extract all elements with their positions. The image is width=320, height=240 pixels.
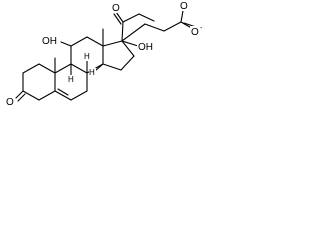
c11-hydroxyl-label: OH — [42, 36, 57, 47]
side-chain-ketone-oxygen-label: O — [112, 3, 120, 14]
ring-a — [22, 63, 56, 101]
c9-hydrogen-label: H — [68, 75, 74, 84]
c3-ketone-bond — [15, 90, 26, 102]
c17-hydroxyl-label: OH — [138, 42, 153, 53]
c14-hydrogen-label: H — [89, 68, 95, 77]
stereo-h-bonds — [70, 60, 104, 77]
ring-d — [102, 40, 135, 71]
ring-b — [54, 63, 88, 101]
c8-hydrogen-label: H — [84, 52, 90, 61]
carboxylate-oxygen-label: O — [191, 27, 199, 38]
c11-hydroxyl-bond — [60, 41, 72, 47]
c17-acyl-chain — [113, 11, 155, 42]
carboxyl-oxygen-label: O — [180, 1, 188, 12]
steroid-structure-diagram: O O OH OH O O - H H H — [5, 0, 203, 108]
negative-charge-label: - — [200, 25, 203, 32]
ketone-oxygen-label: O — [6, 97, 14, 108]
c17-hydroxyl-bond — [121, 40, 139, 47]
